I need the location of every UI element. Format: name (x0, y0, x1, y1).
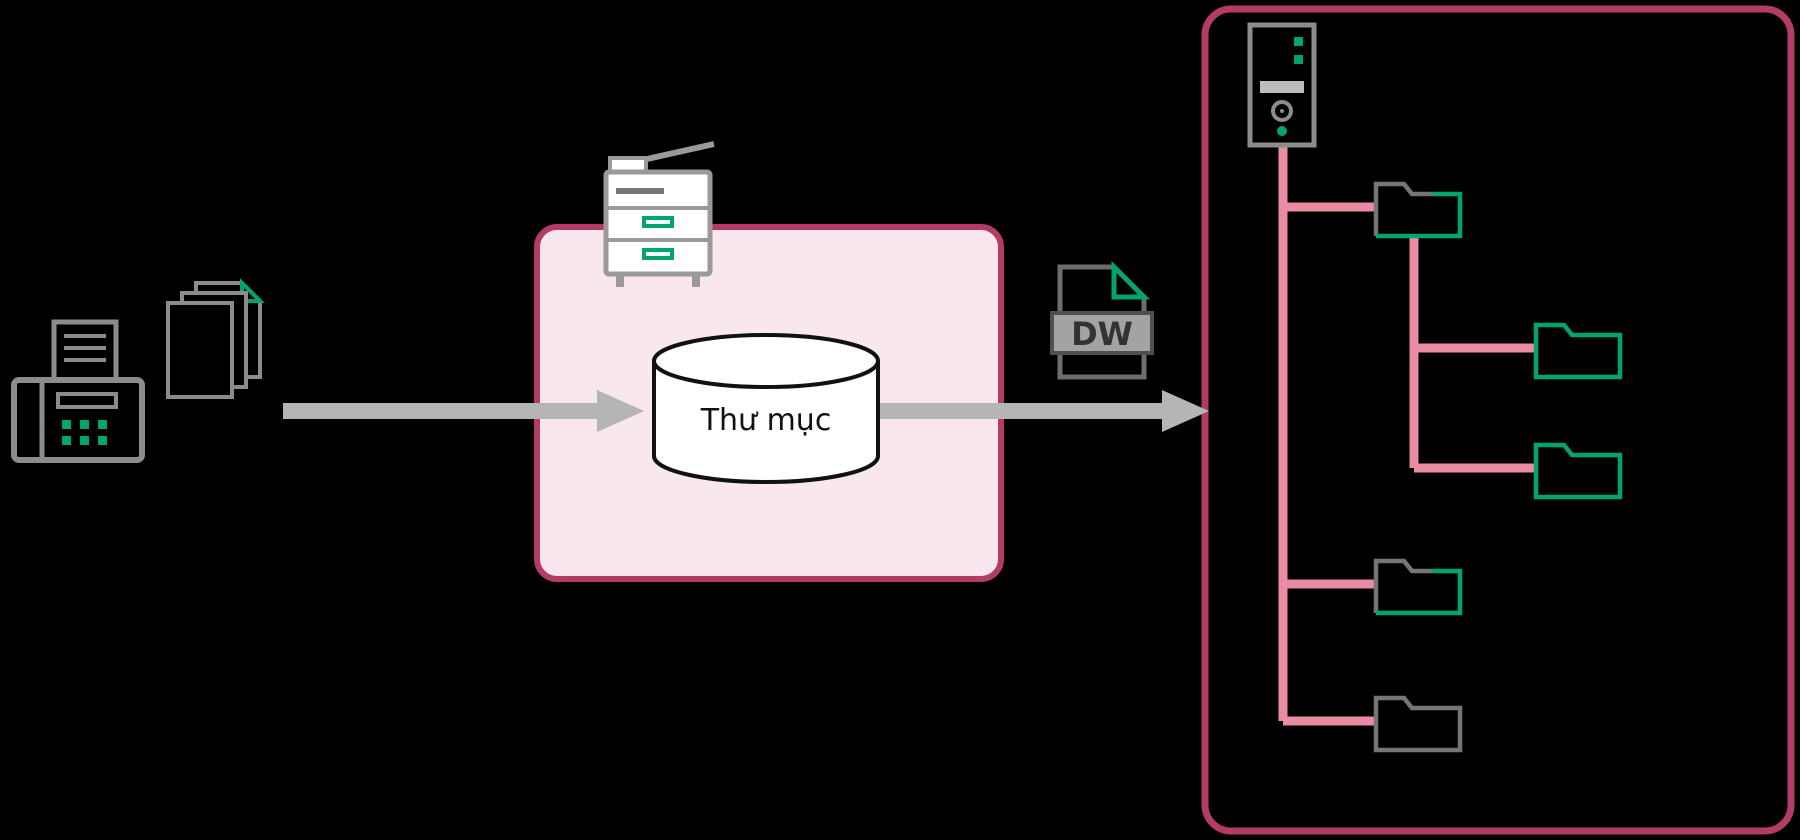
folder-icon-1-2 (1533, 442, 1623, 500)
server-led-2 (1294, 55, 1303, 64)
destination-box-border (1201, 5, 1795, 835)
document-page-front (166, 301, 234, 399)
fax-paper-lines (64, 334, 106, 362)
folder-outline (1533, 442, 1623, 500)
dw-file-fold-corner (1111, 260, 1151, 300)
dw-file-band (1050, 311, 1154, 355)
server-status-led (1277, 126, 1287, 136)
document-stack-icon (166, 278, 265, 399)
fax-keypad (62, 420, 107, 445)
database-label: Thư mục (700, 403, 832, 438)
database-cylinder-icon: Thư mục (652, 333, 880, 484)
printer-drawer-handle-2 (642, 248, 674, 260)
printer-leg-right (692, 274, 700, 287)
folder-outline (1533, 322, 1623, 380)
folder-icon-3 (1373, 695, 1463, 753)
server-power-button (1271, 100, 1293, 122)
folder-icon-1-1 (1533, 322, 1623, 380)
arrow-shaft (876, 403, 1164, 419)
dw-file-icon: DW (1050, 260, 1154, 380)
arrow-source-to-box (283, 390, 644, 432)
folder-back (1373, 558, 1432, 613)
destination-box (1201, 5, 1795, 835)
arrow-head-icon (1162, 390, 1209, 432)
dw-file-label: DW (1071, 315, 1133, 353)
server-drive-slot (1260, 81, 1304, 93)
cylinder-top (652, 333, 880, 389)
cylinder-body (652, 361, 880, 484)
fax-machine-icon (11, 319, 145, 463)
multifunction-printer-icon (603, 141, 715, 287)
folder-front (1376, 568, 1463, 616)
folder-icon-2 (1373, 558, 1463, 616)
folder-tree-connectors (1278, 145, 1538, 726)
server-power-dot (1280, 109, 1284, 113)
folder-back (1373, 181, 1432, 236)
arrow-shaft (283, 403, 599, 419)
server-icon (1247, 22, 1317, 148)
printer-output-slot (616, 188, 664, 194)
arrow-head-icon (597, 390, 644, 432)
printer-leg-left (616, 274, 624, 287)
folder-icon-1 (1373, 181, 1463, 239)
folder-front (1376, 191, 1463, 239)
fax-paper (51, 319, 119, 383)
arrow-box-to-destination (876, 390, 1209, 432)
server-led-1 (1294, 37, 1303, 46)
fax-output-slot (56, 392, 118, 409)
printer-drawer-handle-1 (642, 216, 674, 228)
folder-outline (1373, 695, 1463, 753)
